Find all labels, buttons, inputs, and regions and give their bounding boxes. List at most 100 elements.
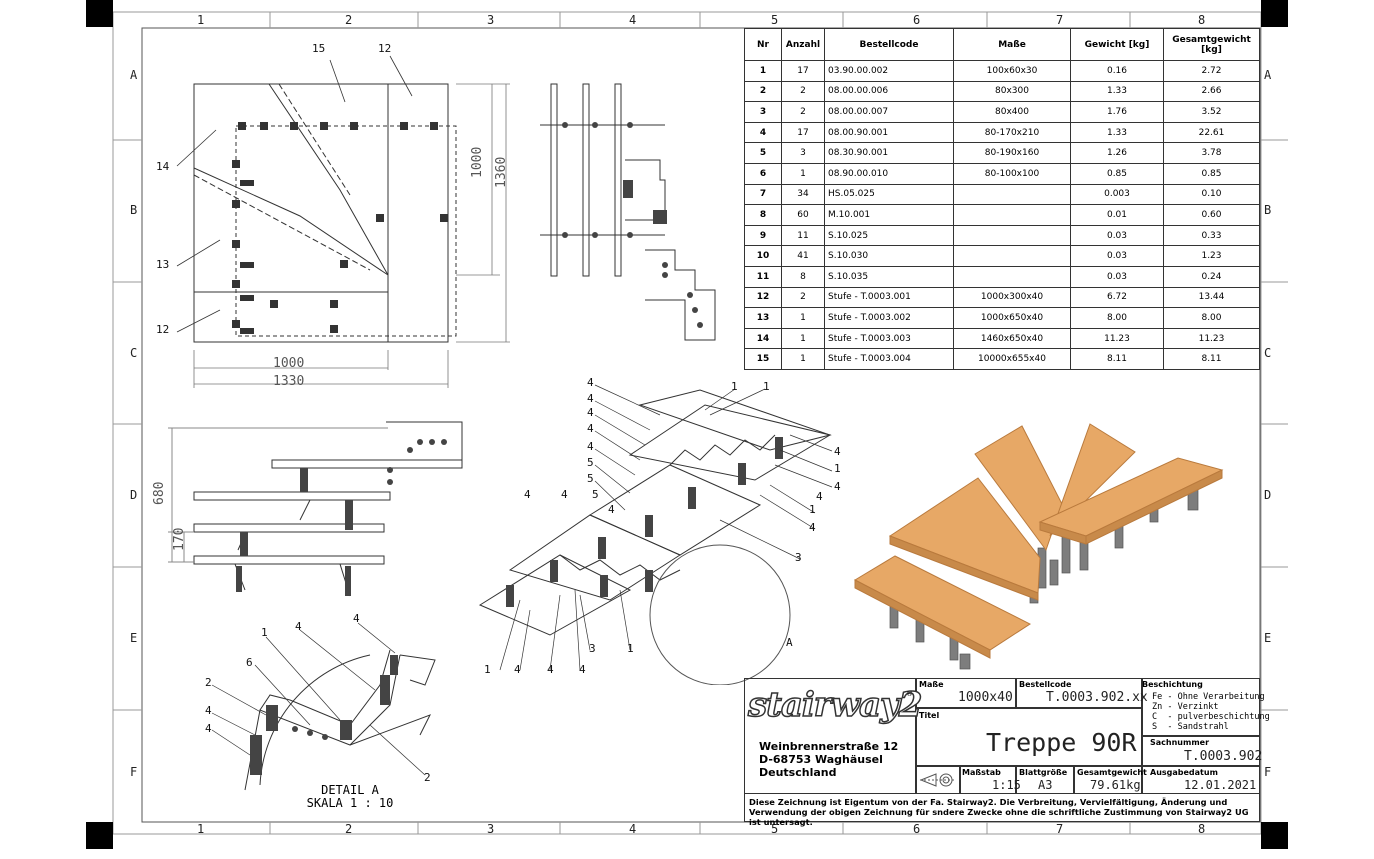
- iso-callout-l6: 5: [587, 456, 594, 469]
- cell-anzahl: 1: [781, 348, 825, 370]
- cell-bestellcode: 08.00.90.001: [824, 121, 954, 144]
- cell-anzahl: 1: [781, 307, 825, 329]
- cell-bestellcode: 08.00.00.006: [824, 80, 954, 103]
- value-ausgabedatum: 12.01.2021: [1184, 778, 1257, 792]
- cell-gewicht: 0.03: [1070, 265, 1164, 288]
- cell-gesamtgewicht: 0.10: [1163, 183, 1260, 206]
- cell-gewicht: 0.16: [1070, 60, 1164, 82]
- iso-wireframe: [478, 384, 833, 685]
- tb-cell-projection: [916, 766, 960, 794]
- label-beschichtung: Beschichtung: [1142, 680, 1203, 689]
- cell-gesamtgewicht: 2.66: [1163, 80, 1260, 103]
- plan-callout-12-top: 12: [378, 42, 392, 55]
- iso-callout-b1: 1: [484, 663, 491, 676]
- cell-bestellcode: 08.90.00.010: [824, 162, 954, 185]
- iso-callout-l4: 4: [587, 422, 594, 435]
- cell-masse: 1000x300x40: [953, 286, 1071, 309]
- col-header-nr: Nr: [744, 28, 782, 61]
- detail-caption-scale: SKALA 1 : 10: [306, 796, 394, 810]
- cell-nr: 9: [744, 224, 782, 247]
- zone-row-d-right: D: [1264, 488, 1272, 502]
- label-masse: Maße: [919, 680, 944, 689]
- zone-col-7: 7: [1056, 13, 1064, 27]
- dim-1000-horizontal: 1000: [273, 356, 305, 371]
- cell-masse: [953, 183, 1071, 206]
- cell-nr: 11: [744, 265, 782, 288]
- beschichtung-list: Fe - Ohne Verarbeitung Zn - Verzinkt C -…: [1152, 692, 1270, 732]
- zone-row-e: E: [130, 631, 138, 645]
- zone-col-4-bottom: 4: [629, 822, 637, 836]
- stairway2-logo: stairway2: [747, 684, 923, 726]
- cell-masse: 80-170x210: [953, 121, 1071, 144]
- cell-bestellcode: Stufe - T.0003.003: [824, 327, 954, 350]
- zone-row-f: F: [130, 765, 138, 779]
- render-treads: [853, 423, 1224, 659]
- cell-nr: 12: [744, 286, 782, 309]
- cell-bestellcode: 08.30.90.001: [824, 142, 954, 164]
- tb-cell-bestellcode: [1016, 678, 1142, 708]
- plan-callout-14: 14: [156, 160, 170, 173]
- cell-gewicht: 1.33: [1070, 121, 1164, 144]
- zone-col-8-bottom: 8: [1198, 822, 1206, 836]
- iso-callout-b6: 1: [627, 642, 634, 655]
- value-sachnummer: T.0003.902: [1184, 749, 1263, 764]
- cell-bestellcode: S.10.030: [824, 245, 954, 267]
- zone-col-2-bottom: 2: [345, 822, 353, 836]
- cell-gewicht: 1.26: [1070, 142, 1164, 164]
- cell-anzahl: 1: [781, 162, 825, 185]
- cell-nr: 4: [744, 121, 782, 144]
- cell-masse: [953, 265, 1071, 288]
- address-city: D-68753 Waghäusel: [759, 753, 883, 766]
- label-ausgabedatum: Ausgabedatum: [1150, 768, 1218, 777]
- col-header-gesamtgewicht: Gesamtgewicht [kg]: [1163, 28, 1260, 61]
- detail-caption-title: DETAIL A: [321, 783, 379, 797]
- cell-gesamtgewicht: 0.24: [1163, 265, 1260, 288]
- label-titel: Titel: [919, 711, 940, 720]
- zone-row-f-right: F: [1264, 765, 1272, 779]
- zone-row-c-right: C: [1264, 346, 1272, 360]
- cell-anzahl: 8: [781, 265, 825, 288]
- cell-nr: 14: [744, 327, 782, 350]
- detail-callout-4a: 4: [295, 620, 302, 633]
- zone-col-7-bottom: 7: [1056, 822, 1064, 836]
- cell-anzahl: 3: [781, 142, 825, 164]
- cell-nr: 8: [744, 204, 782, 226]
- cell-nr: 7: [744, 183, 782, 206]
- value-massstab: 1:15: [992, 778, 1021, 792]
- side-view-top: [540, 83, 716, 341]
- cell-masse: [953, 204, 1071, 226]
- cell-masse: 1000x650x40: [953, 307, 1071, 329]
- cell-nr: 1: [744, 60, 782, 82]
- iso-callout-l1: 4: [587, 376, 594, 389]
- cell-anzahl: 2: [781, 80, 825, 103]
- cell-gesamtgewicht: 8.00: [1163, 307, 1260, 329]
- parts-table: Nr Anzahl Bestellcode Maße Gewicht [kg] …: [744, 28, 1260, 370]
- detail-callout-4b: 4: [353, 612, 360, 625]
- detail-callout-6: 6: [246, 656, 253, 669]
- cell-masse: [953, 224, 1071, 247]
- cell-anzahl: 41: [781, 245, 825, 267]
- col-header-gewicht: Gewicht [kg]: [1070, 28, 1164, 61]
- tb-cell-beschichtung: [1142, 678, 1260, 736]
- iso-callout-r5: 4: [834, 480, 841, 493]
- cell-gewicht: 6.72: [1070, 286, 1164, 309]
- iso-callout-l5: 4: [587, 440, 594, 453]
- iso-callout-r4: 1: [834, 462, 841, 475]
- cell-masse: 80x400: [953, 101, 1071, 123]
- dim-1360-vertical: 1360: [494, 156, 509, 188]
- cell-nr: 3: [744, 101, 782, 123]
- detail-caption: DETAIL A SKALA 1 : 10: [300, 784, 400, 810]
- zone-row-a: A: [130, 68, 138, 82]
- iso-callout-l11: 4: [608, 503, 615, 516]
- value-masse: 1000x40: [958, 690, 1013, 705]
- iso-callout-l10: 4: [561, 488, 568, 501]
- label-blattgroesse: Blattgröße: [1019, 768, 1068, 777]
- tb-cell-gesamtgewicht: [1074, 766, 1142, 794]
